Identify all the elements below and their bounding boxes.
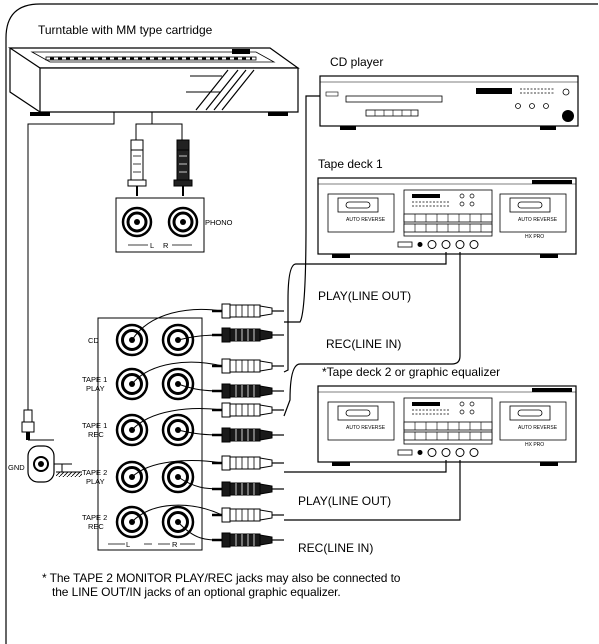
rca-plug-white xyxy=(212,303,284,319)
phono-plug-left xyxy=(127,139,147,196)
tape2-rec-label-a: TAPE 2 xyxy=(82,513,107,522)
jack-to-plug-leads xyxy=(131,308,223,541)
turntable-icon xyxy=(8,47,300,116)
svg-text:HX PRO: HX PRO xyxy=(525,234,544,240)
tape-deck-1-icon: AUTO REVERSE AUTO REVERSE HX PRO xyxy=(317,177,577,258)
rca-plug-black xyxy=(212,481,284,497)
tape1-rec-line-in-label: REC(LINE IN) xyxy=(326,337,401,351)
rca-plug-white xyxy=(212,455,284,471)
tape1-rec-jack-pair[interactable] xyxy=(115,413,195,447)
tape1-play-line-out-label: PLAY(LINE OUT) xyxy=(318,289,411,303)
rca-plug-white xyxy=(212,402,284,418)
svg-text:AUTO REVERSE: AUTO REVERSE xyxy=(346,217,386,223)
phono-label: PHONO xyxy=(205,218,233,227)
phono-right-label: R xyxy=(163,241,169,250)
tape2-play-line-out-label: PLAY(LINE OUT) xyxy=(298,494,391,508)
rca-plug-set xyxy=(212,303,284,548)
rca-plug-black xyxy=(212,532,284,548)
panel-left-label: L xyxy=(126,540,130,549)
turntable-label: Turntable with MM type cartridge xyxy=(38,23,213,37)
rca-plug-black xyxy=(212,427,284,443)
phono-plug-right xyxy=(173,139,193,196)
phono-jack-right[interactable] xyxy=(167,206,199,238)
cd-player-icon xyxy=(319,75,579,130)
tape-deck-2-icon: AUTO REVERSE AUTO REVERSE HX PRO xyxy=(317,385,577,466)
svg-text:AUTO REVERSE: AUTO REVERSE xyxy=(518,217,558,223)
footnote: * The TAPE 2 MONITOR PLAY/REC jacks may … xyxy=(42,571,582,599)
tape1-play-label-a: TAPE 1 xyxy=(82,375,107,384)
tape1-play-jack-pair[interactable] xyxy=(115,367,195,401)
svg-text:HX PRO: HX PRO xyxy=(525,442,544,448)
phono-left-label: L xyxy=(150,241,154,250)
footnote-line-1: * The TAPE 2 MONITOR PLAY/REC jacks may … xyxy=(42,571,401,585)
tape1-rec-label-a: TAPE 1 xyxy=(82,421,107,430)
rca-plug-white xyxy=(212,358,284,374)
interconnect-cables xyxy=(283,95,461,521)
phono-jack-left[interactable] xyxy=(121,206,153,238)
svg-text:AUTO REVERSE: AUTO REVERSE xyxy=(346,425,386,431)
tape2-play-label-b: PLAY xyxy=(86,477,105,486)
tape-deck-1-label: Tape deck 1 xyxy=(318,157,383,171)
rca-plug-black xyxy=(212,327,284,343)
tape-deck-2-label: *Tape deck 2 or graphic equalizer xyxy=(322,365,500,379)
tape1-play-label-b: PLAY xyxy=(86,384,105,393)
gnd-label: GND xyxy=(8,463,25,472)
panel-right-label: R xyxy=(172,540,178,549)
footnote-line-2: the LINE OUT/IN jacks of an optional gra… xyxy=(52,585,341,599)
rca-plug-white xyxy=(212,507,284,523)
svg-text:AUTO REVERSE: AUTO REVERSE xyxy=(518,425,558,431)
tape2-rec-line-in-label: REC(LINE IN) xyxy=(298,541,373,555)
tape2-rec-label-b: REC xyxy=(88,522,104,531)
turntable-cable xyxy=(135,112,183,140)
tape1-rec-label-b: REC xyxy=(88,430,104,439)
rca-plug-black xyxy=(212,383,284,399)
cd-player-label: CD player xyxy=(330,55,383,69)
turntable-ground-wire xyxy=(27,112,115,410)
tape2-play-label-a: TAPE 2 xyxy=(82,468,107,477)
page-frame xyxy=(5,3,598,644)
cd-jack-label: CD xyxy=(88,336,99,345)
gnd-terminal[interactable] xyxy=(21,409,82,483)
